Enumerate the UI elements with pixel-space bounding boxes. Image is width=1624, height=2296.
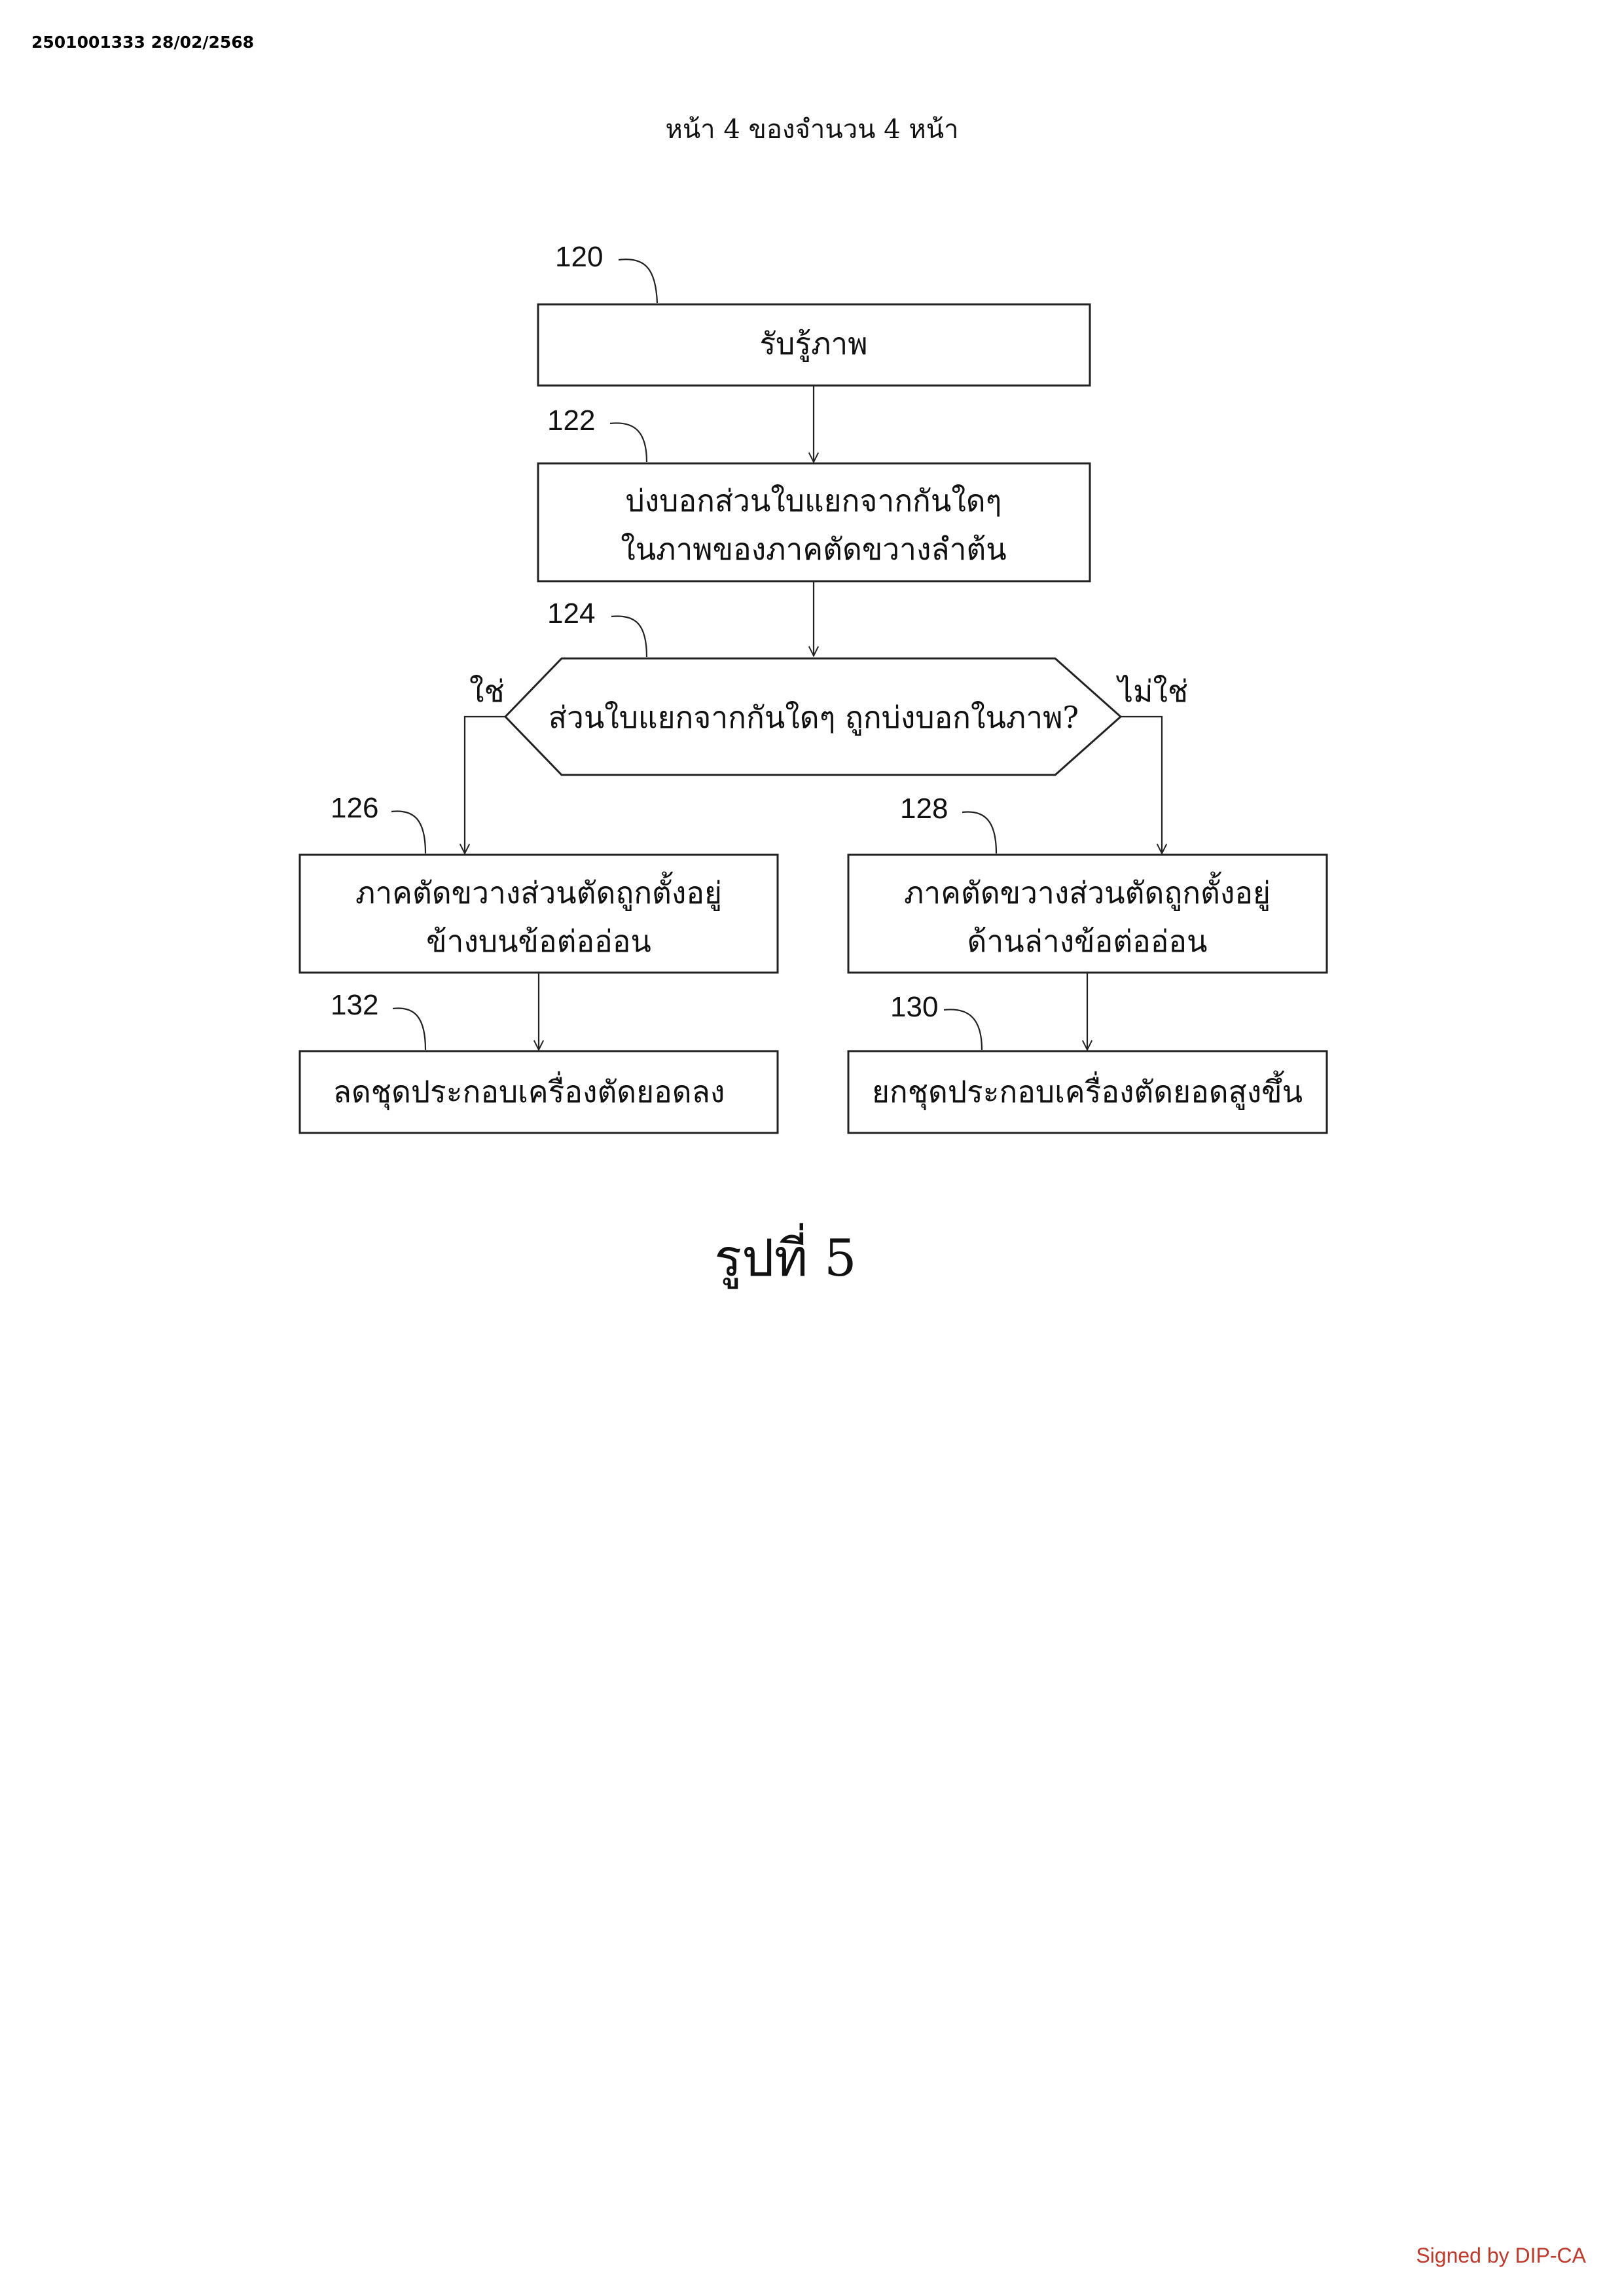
step-126-line-2: ข้างบนข้อต่ออ่อน — [426, 924, 651, 959]
ref-122-number: 122 — [547, 404, 595, 437]
step-122: บ่งบอกส่วนใบแยกจากกันใดๆ ในภาพของภาคตัดข… — [538, 463, 1090, 581]
branch-no-label: ไม่ใช่ — [1115, 673, 1188, 709]
step-122-line-2: ในภาพของภาคตัดขวางลำต้น — [621, 531, 1007, 567]
ref-128-number: 128 — [900, 793, 948, 825]
ref-132-leader — [393, 1008, 425, 1050]
ref-132-number: 132 — [331, 989, 378, 1021]
ref-120-leader — [619, 259, 657, 303]
ref-124: 124 — [547, 598, 647, 657]
step-130-label: ยกชุดประกอบเครื่องตัดยอดสูงขึ้น — [872, 1070, 1303, 1111]
arrow-no-to-128 — [1121, 717, 1162, 853]
step-132: ลดชุดประกอบเครื่องตัดยอดลง — [300, 1051, 778, 1133]
ref-132: 132 — [331, 989, 425, 1050]
ref-124-number: 124 — [547, 598, 595, 630]
branch-yes-label: ใช่ — [469, 673, 505, 709]
figure-caption: รูปที่ 5 — [0, 1217, 1571, 1299]
arrow-yes-to-126 — [465, 717, 505, 853]
step-126-line-1: ภาคตัดขวางส่วนตัดถูกตั้งอยู่ — [355, 871, 722, 911]
digital-signature-note: Signed by DIP-CA — [1416, 2244, 1586, 2268]
step-128-line-2: ด้านล่างข้อต่ออ่อน — [967, 924, 1208, 959]
ref-130-number: 130 — [890, 991, 938, 1023]
step-124: ส่วนใบแยกจากกันใดๆ ถูกบ่งบอกในภาพ? — [505, 658, 1121, 775]
ref-130-leader — [944, 1009, 982, 1050]
step-120: รับรู้ภาพ — [538, 304, 1090, 386]
flowchart-diagram: รับรู้ภาพ 120 บ่งบอกส่วนใบแยกจากกันใดๆ ใ… — [0, 0, 1624, 1178]
step-124-question: ส่วนใบแยกจากกันใดๆ ถูกบ่งบอกในภาพ? — [549, 700, 1079, 736]
ref-124-leader — [611, 616, 647, 657]
ref-122: 122 — [547, 404, 647, 462]
ref-126: 126 — [331, 792, 425, 853]
step-128-line-1: ภาคตัดขวางส่วนตัดถูกตั้งอยู่ — [904, 871, 1271, 911]
ref-126-leader — [391, 811, 425, 853]
ref-128-leader — [962, 812, 996, 853]
step-130: ยกชุดประกอบเครื่องตัดยอดสูงขึ้น — [848, 1051, 1327, 1133]
ref-128: 128 — [900, 793, 996, 853]
step-132-label: ลดชุดประกอบเครื่องตัดยอดลง — [333, 1071, 725, 1111]
step-122-line-1: บ่งบอกส่วนใบแยกจากกันใดๆ — [626, 483, 1002, 518]
ref-120: 120 — [555, 241, 657, 303]
ref-126-number: 126 — [331, 792, 378, 824]
ref-120-number: 120 — [555, 241, 603, 273]
ref-130: 130 — [890, 991, 982, 1050]
step-128: ภาคตัดขวางส่วนตัดถูกตั้งอยู่ ด้านล่างข้อ… — [848, 855, 1327, 973]
step-120-label: รับรู้ภาพ — [759, 326, 867, 362]
ref-122-leader — [610, 423, 647, 462]
step-126: ภาคตัดขวางส่วนตัดถูกตั้งอยู่ ข้างบนข้อต่… — [300, 855, 778, 973]
